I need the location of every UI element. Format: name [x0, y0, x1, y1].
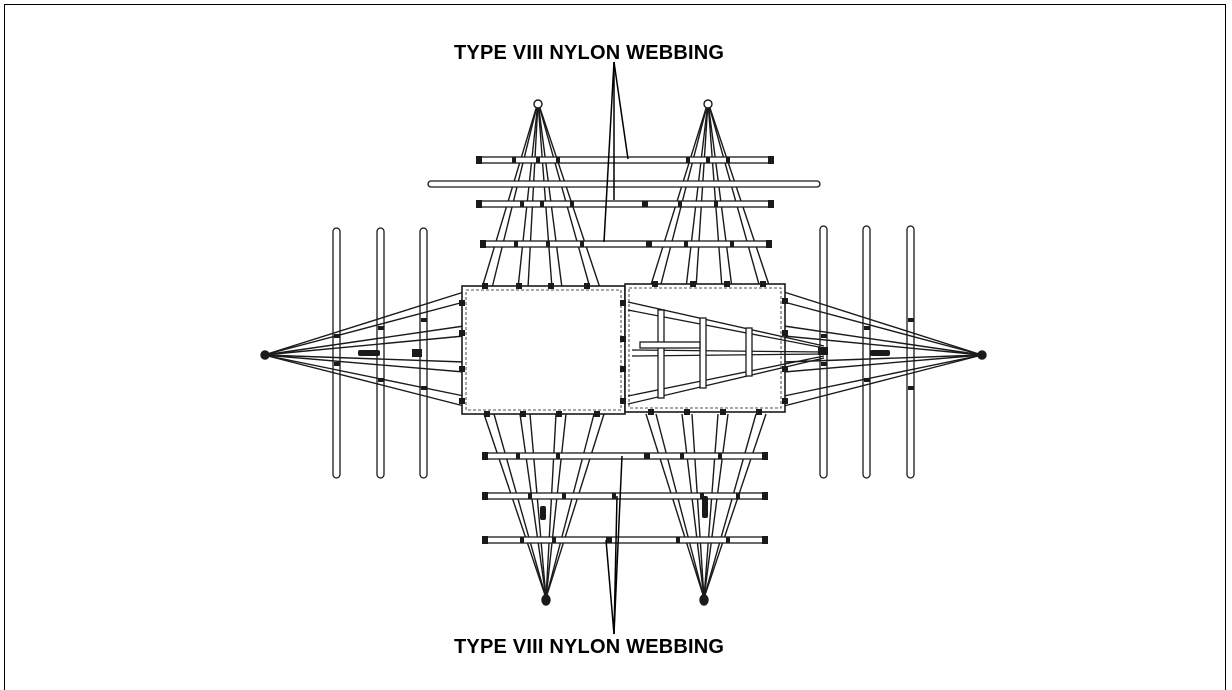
- bottom-left-strap-fan: [483, 413, 605, 606]
- top-strap-buckles: [476, 156, 774, 248]
- right-strap-fan: [783, 291, 987, 407]
- right-vertical-straps: [819, 225, 915, 479]
- left-strap-buckles: [334, 318, 427, 390]
- top-callout-label: TYPE VIII NYLON WEBBING: [454, 42, 725, 64]
- bottom-strap-buckles: [482, 452, 768, 544]
- top-right-strap-fan: [649, 99, 771, 289]
- left-vertical-straps: [332, 227, 428, 479]
- platform-edge-buckles: [459, 281, 788, 417]
- left-platform-panel: [461, 285, 626, 415]
- right-panel-strap-wedge: [627, 301, 825, 405]
- left-strap-fan: [260, 291, 465, 407]
- bottom-leader-lines: [605, 455, 623, 635]
- bottom-callout-label: TYPE VIII NYLON WEBBING: [454, 636, 725, 658]
- top-horizontal-straps: [427, 156, 821, 248]
- top-left-strap-fan: [481, 99, 601, 289]
- bottom-right-strap-fan: [645, 413, 767, 606]
- right-strap-buckles: [818, 318, 914, 390]
- top-leader-lines: [603, 61, 629, 243]
